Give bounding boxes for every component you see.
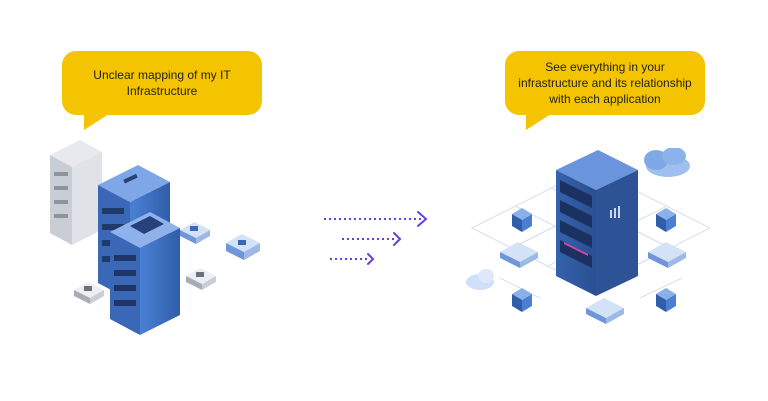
blue-server-front bbox=[110, 212, 180, 335]
right-bubble-tail bbox=[526, 112, 554, 130]
cube-bottom-left bbox=[512, 288, 532, 312]
arrows-icon bbox=[324, 211, 428, 265]
central-server-rack bbox=[556, 150, 638, 296]
right-datacenter-icon bbox=[466, 148, 712, 324]
right-bubble-line3: with each application bbox=[549, 92, 661, 106]
left-bubble-tail bbox=[84, 112, 112, 130]
cloud-left-icon bbox=[466, 269, 494, 290]
left-server-cluster-icon bbox=[50, 140, 260, 335]
node-left bbox=[500, 242, 538, 268]
gray-server-rack bbox=[50, 140, 102, 245]
small-node-1 bbox=[180, 222, 210, 244]
small-node-gray-2 bbox=[186, 268, 216, 290]
small-node-gray-1 bbox=[74, 282, 104, 304]
left-bubble-line1: Unclear mapping of my IT bbox=[93, 68, 231, 82]
right-bubble-line2: infrastructure and its relationship bbox=[518, 76, 692, 90]
left-bubble-line2: Infrastructure bbox=[126, 84, 198, 98]
right-speech-bubble: See everything in your infrastructure an… bbox=[505, 51, 705, 115]
cube-top-right bbox=[656, 208, 676, 232]
right-bubble-line1: See everything in your bbox=[545, 60, 665, 74]
small-node-2 bbox=[226, 234, 260, 260]
cube-bottom-right bbox=[656, 288, 676, 312]
cloud-icon bbox=[644, 148, 690, 177]
node-right bbox=[648, 242, 686, 268]
cube-top-left bbox=[512, 208, 532, 232]
left-speech-bubble: Unclear mapping of my IT Infrastructure bbox=[62, 51, 262, 115]
node-bottom bbox=[586, 298, 624, 324]
